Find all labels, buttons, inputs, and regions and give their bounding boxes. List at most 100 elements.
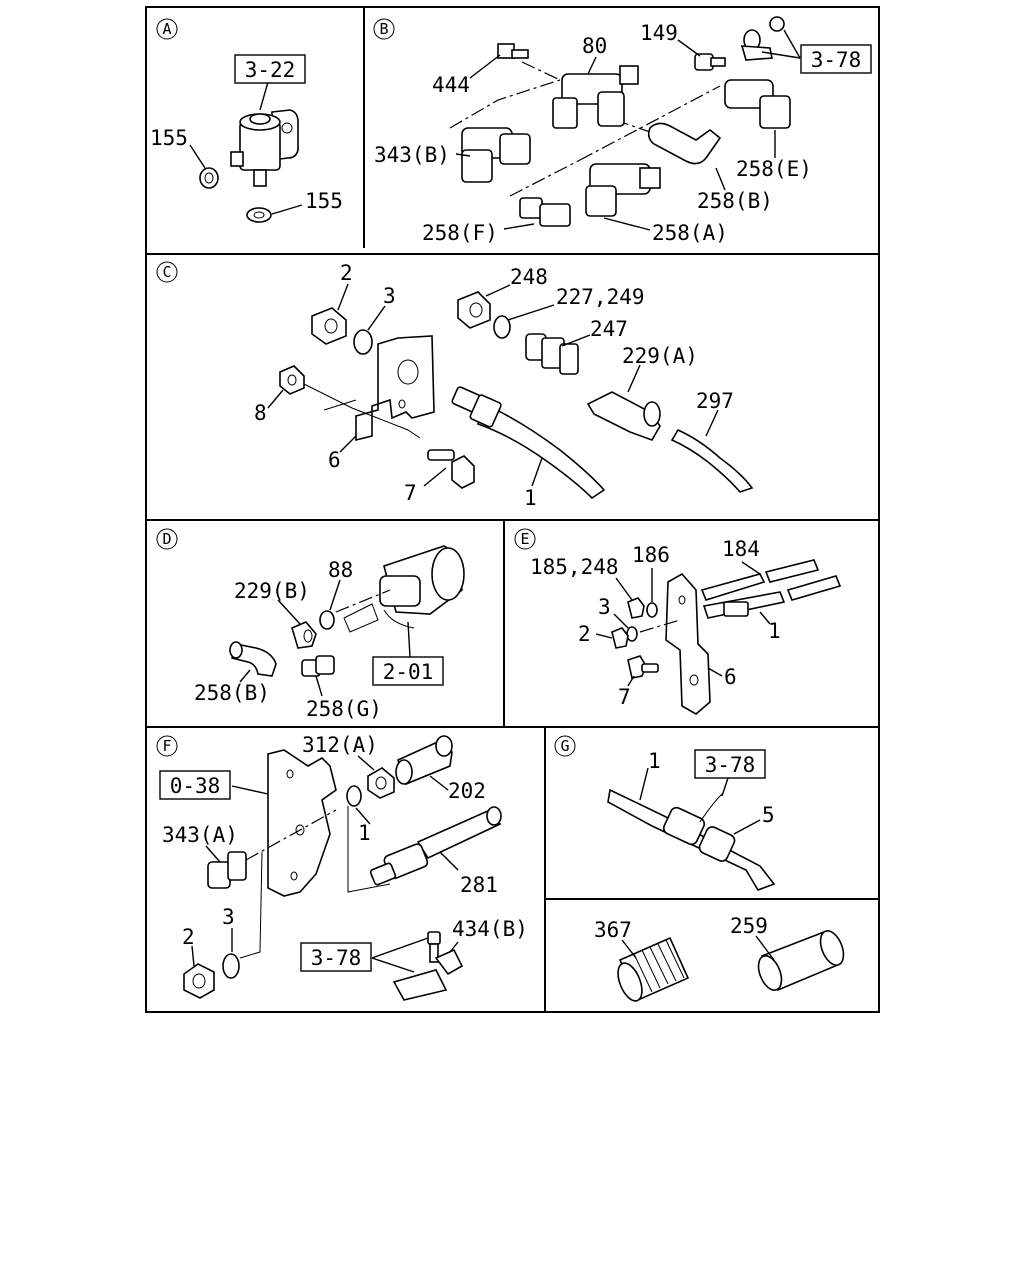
ref-box-3-78-b [800, 44, 872, 74]
label-258a: 258(A) [652, 221, 728, 245]
section-f: F 0-38 343(A) 3 2 1 [156, 733, 528, 1001]
label-6-c: 6 [328, 448, 341, 472]
label-3-c: 3 [383, 284, 396, 308]
section-b: B 444 80 149 [373, 16, 872, 245]
section-letter-b: B [379, 20, 388, 38]
label-297: 297 [696, 389, 734, 413]
elbow-258e [724, 79, 791, 129]
label-155-a2: 155 [305, 189, 343, 213]
washer-3-e [626, 626, 638, 642]
section-letter-c: C [162, 263, 171, 281]
spring-367 [617, 936, 690, 1002]
regulator-part [230, 109, 299, 187]
label-3-22: 3-22 [245, 58, 296, 82]
label-343b: 343(B) [374, 143, 450, 167]
section-g: G 1 3-78 5 [554, 735, 776, 891]
label-3-78-g: 3-78 [705, 753, 756, 777]
label-258b-b: 258(B) [697, 189, 773, 213]
hose-297 [670, 428, 754, 493]
connector-258f [519, 197, 571, 227]
bolt-444 [497, 43, 529, 59]
fitting-247 [525, 333, 579, 375]
diagram-frame [145, 6, 880, 1013]
label-2-01: 2-01 [383, 660, 434, 684]
label-3-f: 3 [222, 905, 235, 929]
sleeve-259 [757, 930, 845, 992]
section-a: A 3-22 155 155 [150, 18, 343, 223]
label-227-249: 227,249 [556, 285, 645, 309]
nut-2-f [183, 963, 215, 999]
label-281: 1 [358, 821, 371, 845]
label-2-c: 2 [340, 261, 353, 285]
label-3-78-f: 3-78 [311, 946, 362, 970]
section-letter-f: F [162, 737, 171, 755]
pipes-184 [700, 559, 842, 619]
washer-3-f [222, 953, 240, 979]
sleeve-202 [395, 735, 453, 786]
label-184: 184 [722, 537, 760, 561]
bolt-149 [694, 53, 726, 71]
label-2-e: 2 [578, 622, 591, 646]
label-343a: 343(A) [162, 823, 238, 847]
label-1-c: 1 [524, 486, 537, 510]
nut-8 [279, 365, 305, 395]
label-80: 80 [582, 34, 607, 58]
label-8: 8 [254, 401, 267, 425]
hose-1-f [369, 806, 502, 886]
label-7-e: 7 [618, 685, 631, 709]
label-259: 259 [730, 914, 768, 938]
label-434b: 434(B) [452, 917, 528, 941]
label-258e: 258(E) [736, 157, 812, 181]
section-e: E 6 184 1 185,248 186 3 [514, 528, 842, 715]
section-letter-g: G [560, 737, 569, 755]
label-186: 186 [632, 543, 670, 567]
elbow-258b-d [229, 641, 277, 677]
bracket-6-c [355, 335, 435, 442]
section-d: D 2-01 88 229(B) 258(B) [156, 528, 465, 721]
bracket-0-38 [267, 749, 337, 897]
section-letter-e: E [520, 530, 529, 548]
label-229a: 229(A) [622, 344, 698, 368]
label-1-f: 281 [460, 873, 498, 897]
label-3-e: 3 [598, 595, 611, 619]
valve-2-01 [379, 545, 465, 629]
label-258g: 258(G) [306, 697, 382, 721]
label-258f: 258(F) [422, 221, 498, 245]
label-1-e: 1 [768, 619, 781, 643]
ref-box-3-78-g [694, 749, 766, 779]
nut-2-c [311, 307, 347, 345]
ref-box-2-01 [372, 656, 444, 686]
elbow-258b [647, 122, 722, 165]
sleeve-229a [586, 391, 661, 441]
label-248-c: 248 [510, 265, 548, 289]
elbow-343b [461, 127, 531, 183]
pipe-with-clip [607, 788, 776, 891]
label-7-c: 7 [404, 481, 417, 505]
connector-343a [207, 851, 247, 889]
washer-281 [346, 785, 362, 807]
section-letter-a: A [162, 20, 171, 38]
connector-258g [301, 655, 335, 677]
label-149: 149 [640, 21, 678, 45]
clip-434b [392, 931, 464, 1001]
label-5-g: 5 [762, 803, 775, 827]
bracket-6-e [665, 572, 711, 715]
nut-2-e [611, 627, 629, 649]
label-185-248: 185,248 [530, 555, 619, 579]
ref-box-3-78-f [300, 942, 372, 972]
label-258b-d: 258(B) [194, 681, 270, 705]
section-letter-d: D [162, 530, 171, 548]
section-c: C 2 3 248 227,249 247 [156, 261, 754, 510]
label-229b: 229(B) [234, 579, 310, 603]
label-247: 247 [590, 317, 628, 341]
label-0-38: 0-38 [170, 774, 221, 798]
label-6-e: 6 [724, 665, 737, 689]
label-1-g: 1 [648, 749, 661, 773]
elbow-258a [585, 163, 661, 217]
bolt-7-e [627, 655, 659, 679]
ref-box-0-38 [159, 770, 231, 800]
nut-185-248 [627, 597, 645, 619]
label-2-f: 2 [182, 925, 195, 949]
nut-248 [457, 291, 491, 329]
